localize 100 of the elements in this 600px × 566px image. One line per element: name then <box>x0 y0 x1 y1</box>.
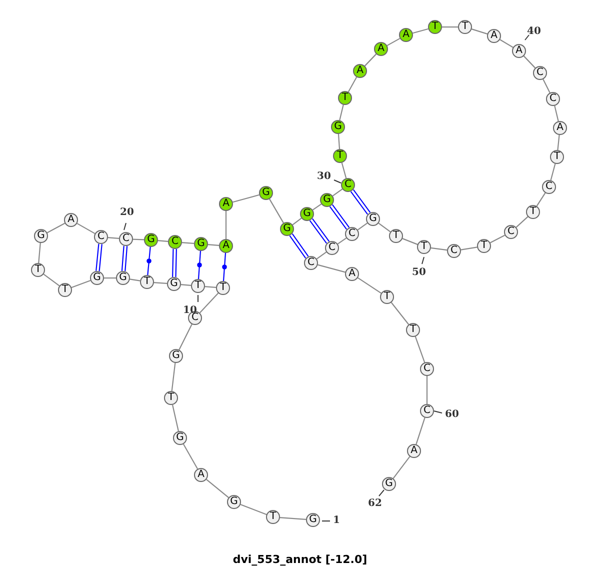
backbone-line <box>332 188 343 196</box>
backbone-line <box>199 292 219 314</box>
nucleotide-circle: A <box>345 267 359 281</box>
base-pair-line <box>147 246 151 276</box>
nucleotide-circle: C <box>168 235 182 249</box>
backbone-line <box>338 134 340 150</box>
nucleotide-circle: A <box>219 239 233 253</box>
nucleotide-circle: G <box>366 212 380 226</box>
nucleotide-circle: G <box>259 186 273 200</box>
nucleotide-circle: G <box>382 477 396 491</box>
nucleotide-circle: C <box>533 66 547 80</box>
nucleotide-circle: C <box>447 244 461 258</box>
backbone-line <box>402 238 418 245</box>
nucleotide-circle: T <box>550 150 564 164</box>
nucleotide-circle: A <box>219 197 233 211</box>
backbone-line <box>348 76 358 92</box>
position-number: 1 <box>333 515 340 527</box>
backbone-line <box>318 264 346 273</box>
backbone-line <box>430 247 448 251</box>
nucleotide-circle: T <box>389 229 403 243</box>
nucleotide-circle: T <box>477 239 491 253</box>
backbone-line <box>339 104 344 120</box>
nucleotide-circle: T <box>140 275 154 289</box>
nucleotide-circle: A <box>353 64 367 78</box>
backbone-line <box>104 277 116 279</box>
backbone-line <box>180 284 192 286</box>
base-pair-line <box>289 233 309 259</box>
backbone-line <box>416 417 426 445</box>
backbone-line <box>414 336 426 363</box>
base-pair-line <box>198 250 202 280</box>
backbone-line <box>364 54 377 66</box>
nucleotide-circle: T <box>31 263 45 277</box>
backbone-line <box>204 286 216 288</box>
backbone-line <box>178 324 192 350</box>
nucleotide-circle: C <box>546 92 560 106</box>
base-pair-line <box>96 243 102 272</box>
nucleotide-circle: G <box>34 229 48 243</box>
position-number: 20 <box>120 207 134 219</box>
backbone-line <box>182 242 194 244</box>
nucleotide-circle: G <box>90 271 104 285</box>
backbone-line <box>108 237 120 239</box>
base-pair-line <box>222 252 226 282</box>
backbone-line <box>158 240 168 242</box>
backbone-line <box>132 238 144 240</box>
backbone-line <box>390 302 410 325</box>
nucleotide-circle: T <box>417 240 431 254</box>
nucleotide-circle: A <box>194 468 208 482</box>
nucleotide-circle: C <box>345 227 359 241</box>
backbone-line <box>358 277 382 294</box>
nucleotide-circle: C <box>504 225 518 239</box>
backbone-line <box>460 246 478 250</box>
backbone-line <box>172 404 179 432</box>
nucleotide-circle: T <box>266 510 280 524</box>
backbone-line <box>46 222 66 234</box>
backbone-line <box>171 362 176 392</box>
backbone-line <box>43 274 60 286</box>
base-pair-line <box>309 218 330 244</box>
nucleotide-circle: T <box>526 205 540 219</box>
nucleotide-circle: G <box>173 431 187 445</box>
backbone-line <box>280 516 306 520</box>
backbone-line <box>269 198 284 224</box>
nucleotide-circle: G <box>194 237 208 251</box>
backbone-line <box>516 216 528 228</box>
nucleotide-circle: T <box>428 20 442 34</box>
backbone-line <box>386 38 400 46</box>
caption: dvi_553_annot [-12.0] <box>232 553 368 566</box>
nucleotide-circle: T <box>164 391 178 405</box>
nucleotide-circle: T <box>191 279 205 293</box>
backbone-line <box>312 204 322 210</box>
nucleotide-circle: A <box>399 28 413 42</box>
nucleotide-circle: A <box>487 29 501 43</box>
backbone-line <box>38 242 41 264</box>
nucleotide-circle: G <box>331 120 345 134</box>
position-number: 40 <box>527 26 541 38</box>
nucleotide-circle: T <box>406 323 420 337</box>
backbone-line <box>292 218 302 226</box>
backbone-line <box>523 56 536 68</box>
nucleotide-circle: C <box>119 232 133 246</box>
backbone-line <box>490 234 506 244</box>
base-pair-line <box>121 245 128 272</box>
backbone-line <box>412 28 428 34</box>
base-pair-line <box>172 248 177 278</box>
backbone-line <box>557 134 560 150</box>
nucleotide-circle: C <box>325 241 339 255</box>
backbone-line <box>392 456 410 479</box>
position-number: 30 <box>317 171 331 183</box>
position-number: 50 <box>412 267 426 279</box>
backbone-line <box>316 252 327 260</box>
backbone-line <box>542 79 550 93</box>
backbone-line <box>337 238 347 244</box>
backbone-line <box>240 504 267 515</box>
nucleotide-circle: A <box>407 444 421 458</box>
nucleotide-circle: G <box>280 222 294 236</box>
nucleotide-circle: G <box>227 495 241 509</box>
nucleotide-circle: C <box>94 230 108 244</box>
backbone-line <box>225 211 227 239</box>
backbone-line <box>232 194 260 203</box>
nucleotide-circle: A <box>64 213 78 227</box>
backbone-line <box>472 28 488 34</box>
nucleotide-circle: T <box>338 91 352 105</box>
